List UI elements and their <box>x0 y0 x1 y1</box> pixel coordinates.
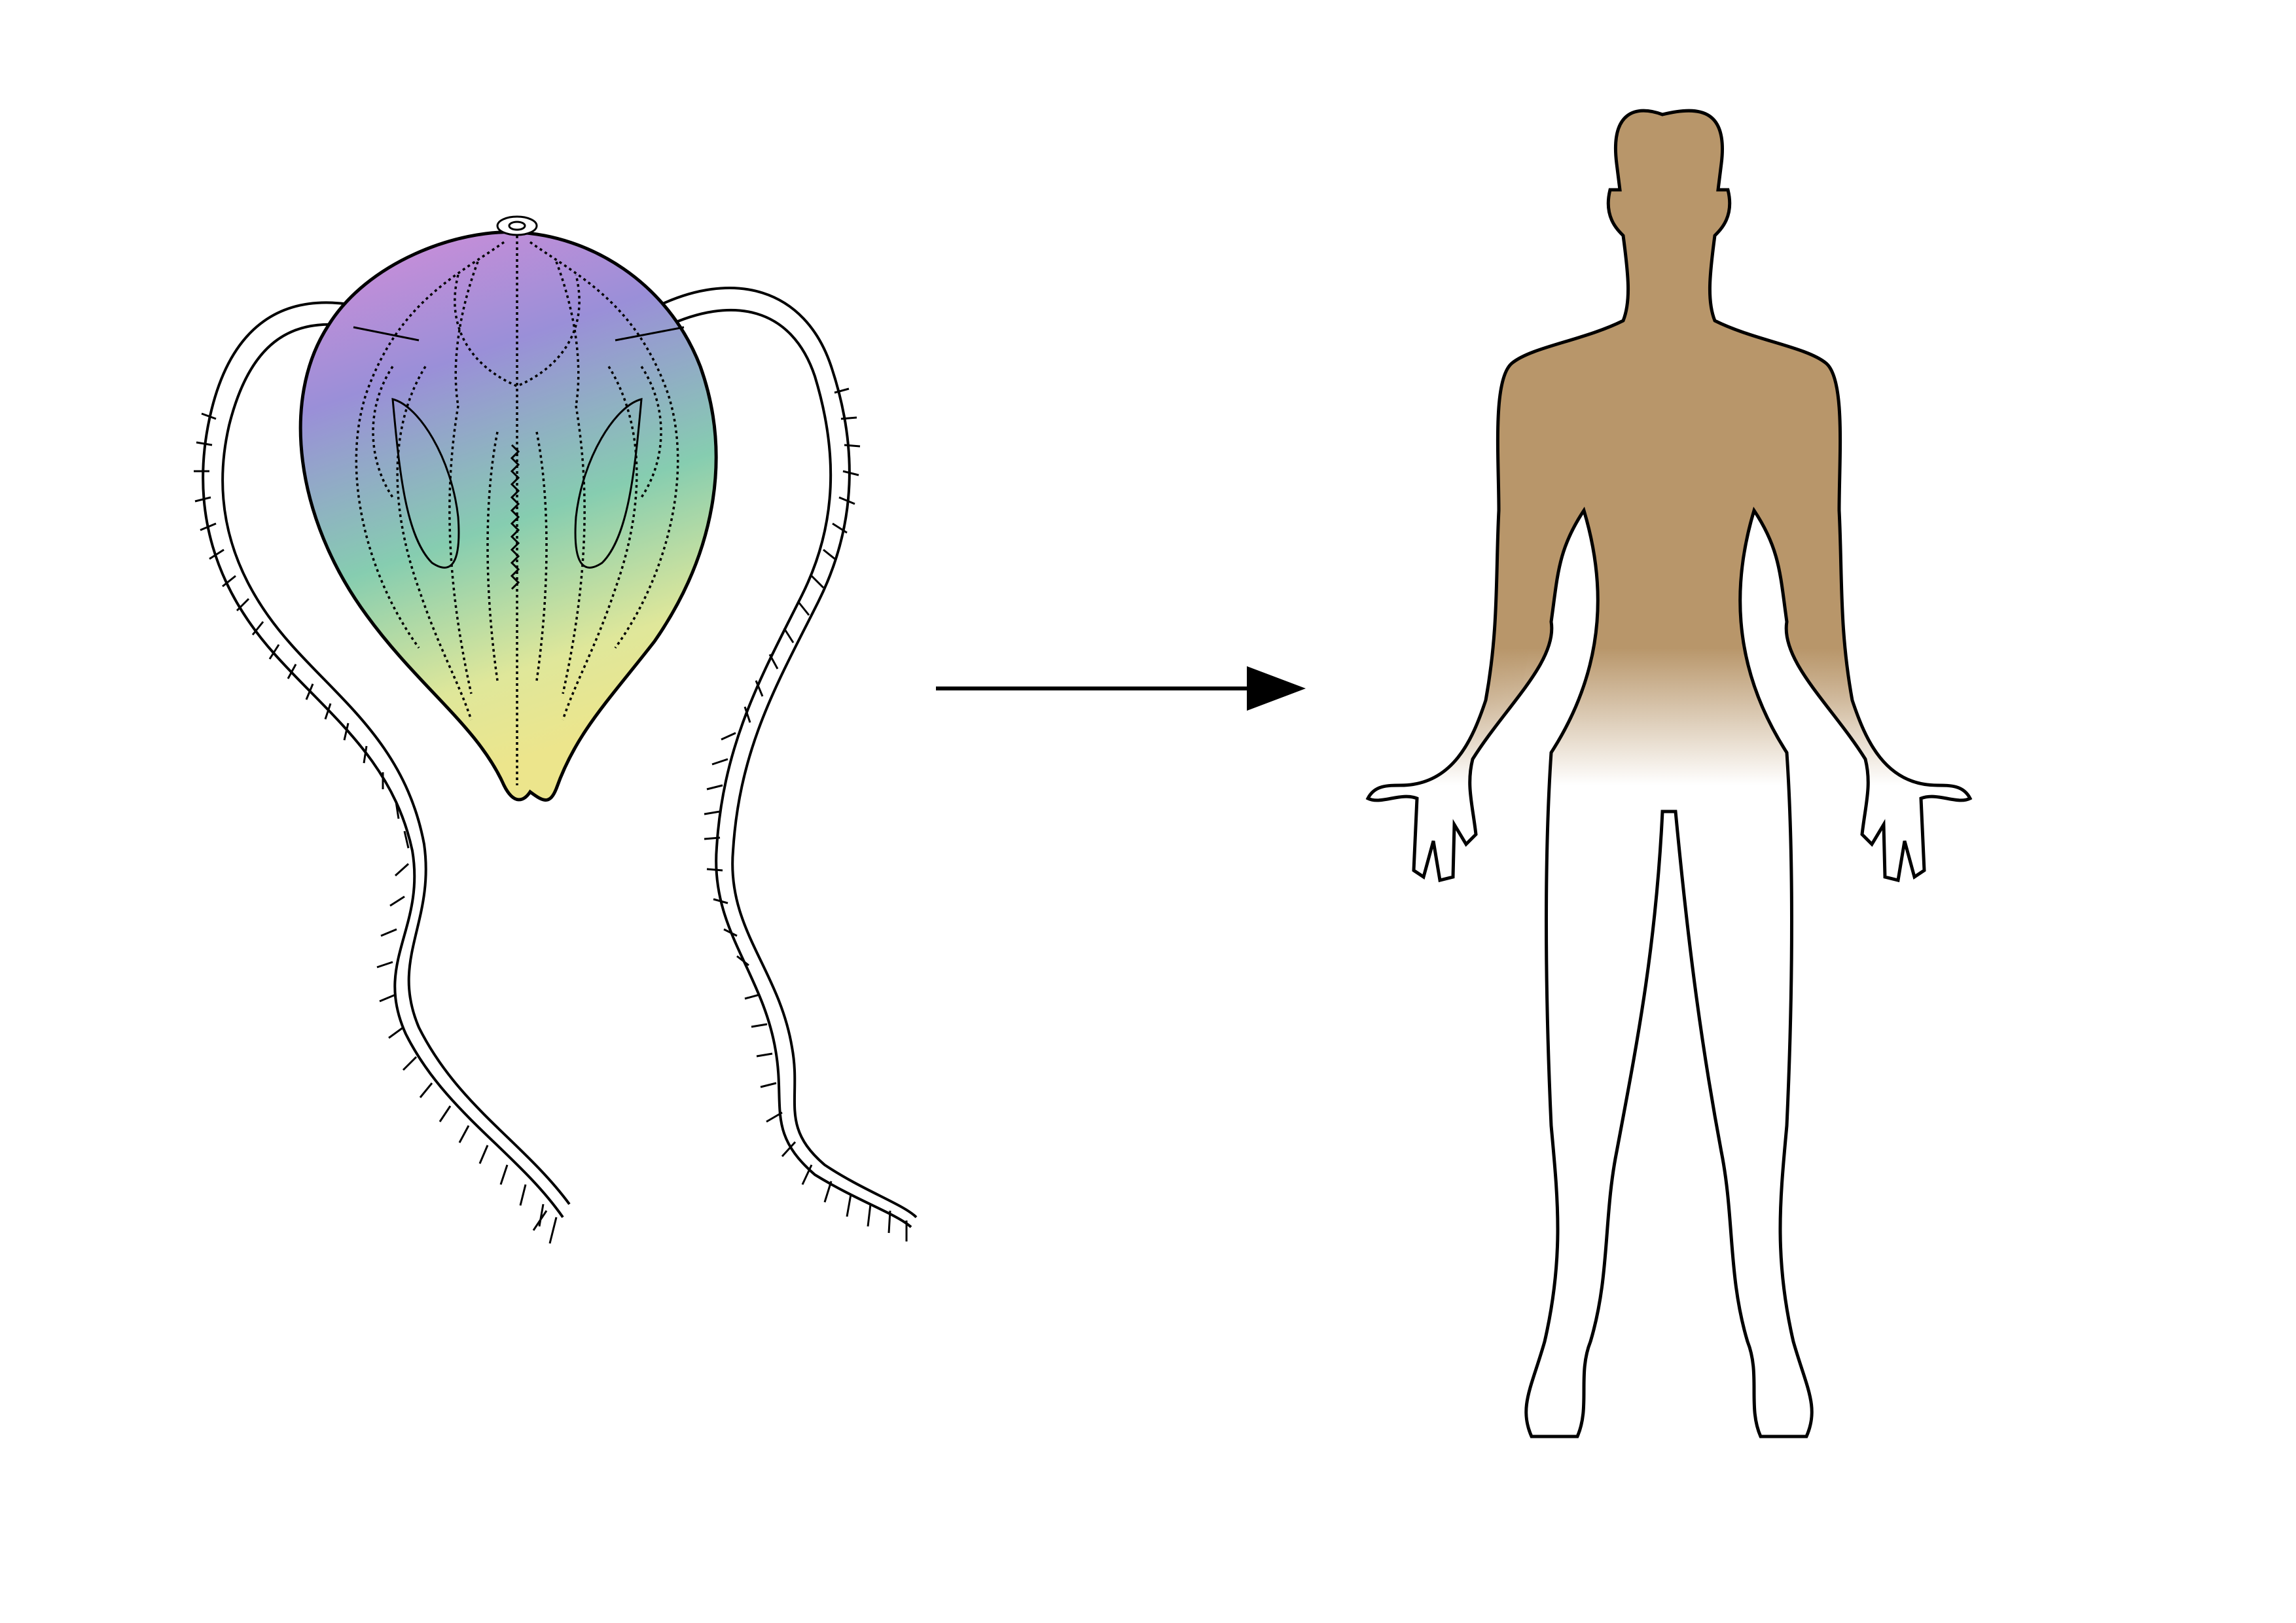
human-outline <box>1365 109 1973 1438</box>
tentacle-sheaths <box>353 326 685 569</box>
right-tentacle <box>654 287 918 1241</box>
left-tentacle <box>194 301 571 1244</box>
ctenophore <box>194 215 918 1244</box>
ctenophore-body <box>298 230 718 802</box>
internal-canals <box>355 236 679 785</box>
apical-organ <box>496 215 538 236</box>
human-silhouette <box>1365 109 1973 1438</box>
arrow-right-icon <box>936 666 1306 711</box>
pharynx <box>510 444 520 590</box>
